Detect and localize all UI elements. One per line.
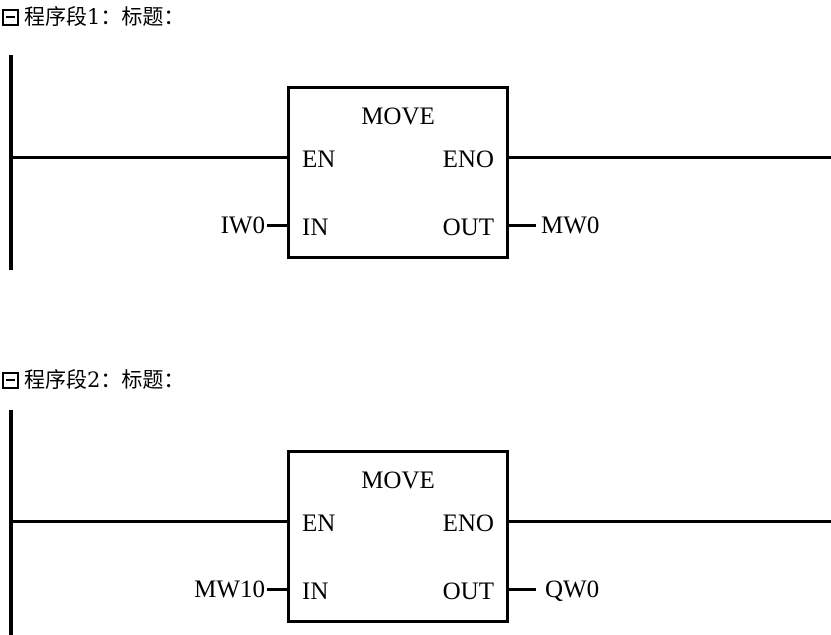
move-block-2-pin-out: OUT — [442, 578, 494, 605]
network-2-input-operand[interactable]: MW10 — [194, 576, 265, 603]
collapse-minus-box-icon[interactable] — [2, 371, 19, 389]
network-1-power-rail — [9, 55, 13, 270]
network-1-title: 程序段1：标题： — [24, 4, 185, 29]
network-1: 程序段1：标题： IW0 MW0 MOVE EN ENO IN OUT — [2, 2, 831, 270]
network-2-in-wire — [267, 588, 289, 591]
network-2: 程序段2：标题： MW10 QW0 MOVE EN ENO IN OUT — [0, 365, 831, 635]
move-block-1-pin-out: OUT — [442, 214, 494, 241]
network-2-output-operand[interactable]: QW0 — [545, 576, 600, 603]
move-block-2-pin-en: EN — [302, 510, 336, 537]
move-block-1-title: MOVE — [361, 103, 435, 130]
network-2-title: 程序段2：标题： — [24, 367, 185, 392]
move-block-1-pin-en: EN — [302, 146, 336, 173]
network-2-eno-wire — [508, 520, 831, 523]
network-1-rung-en-wire — [9, 156, 289, 159]
network-1-out-wire — [508, 224, 536, 227]
move-block-2-title: MOVE — [361, 467, 435, 494]
move-block-2[interactable]: MOVE EN ENO IN OUT — [287, 450, 509, 623]
move-block-1-pin-eno: ENO — [442, 146, 494, 173]
network-1-output-operand[interactable]: MW0 — [541, 212, 600, 239]
network-1-input-operand[interactable]: IW0 — [220, 212, 265, 239]
network-1-in-wire — [267, 224, 289, 227]
network-1-header[interactable]: 程序段1：标题： — [2, 2, 184, 32]
network-2-out-wire — [508, 588, 536, 591]
network-2-rung-en-wire — [9, 520, 289, 523]
collapse-minus-box-icon[interactable] — [2, 8, 19, 26]
move-block-1[interactable]: MOVE EN ENO IN OUT — [287, 86, 509, 259]
network-1-eno-wire — [508, 156, 831, 159]
move-block-1-pin-in: IN — [302, 214, 329, 241]
move-block-2-pin-in: IN — [302, 578, 329, 605]
network-2-header[interactable]: 程序段2：标题： — [2, 365, 184, 395]
move-block-2-pin-eno: ENO — [442, 510, 494, 537]
